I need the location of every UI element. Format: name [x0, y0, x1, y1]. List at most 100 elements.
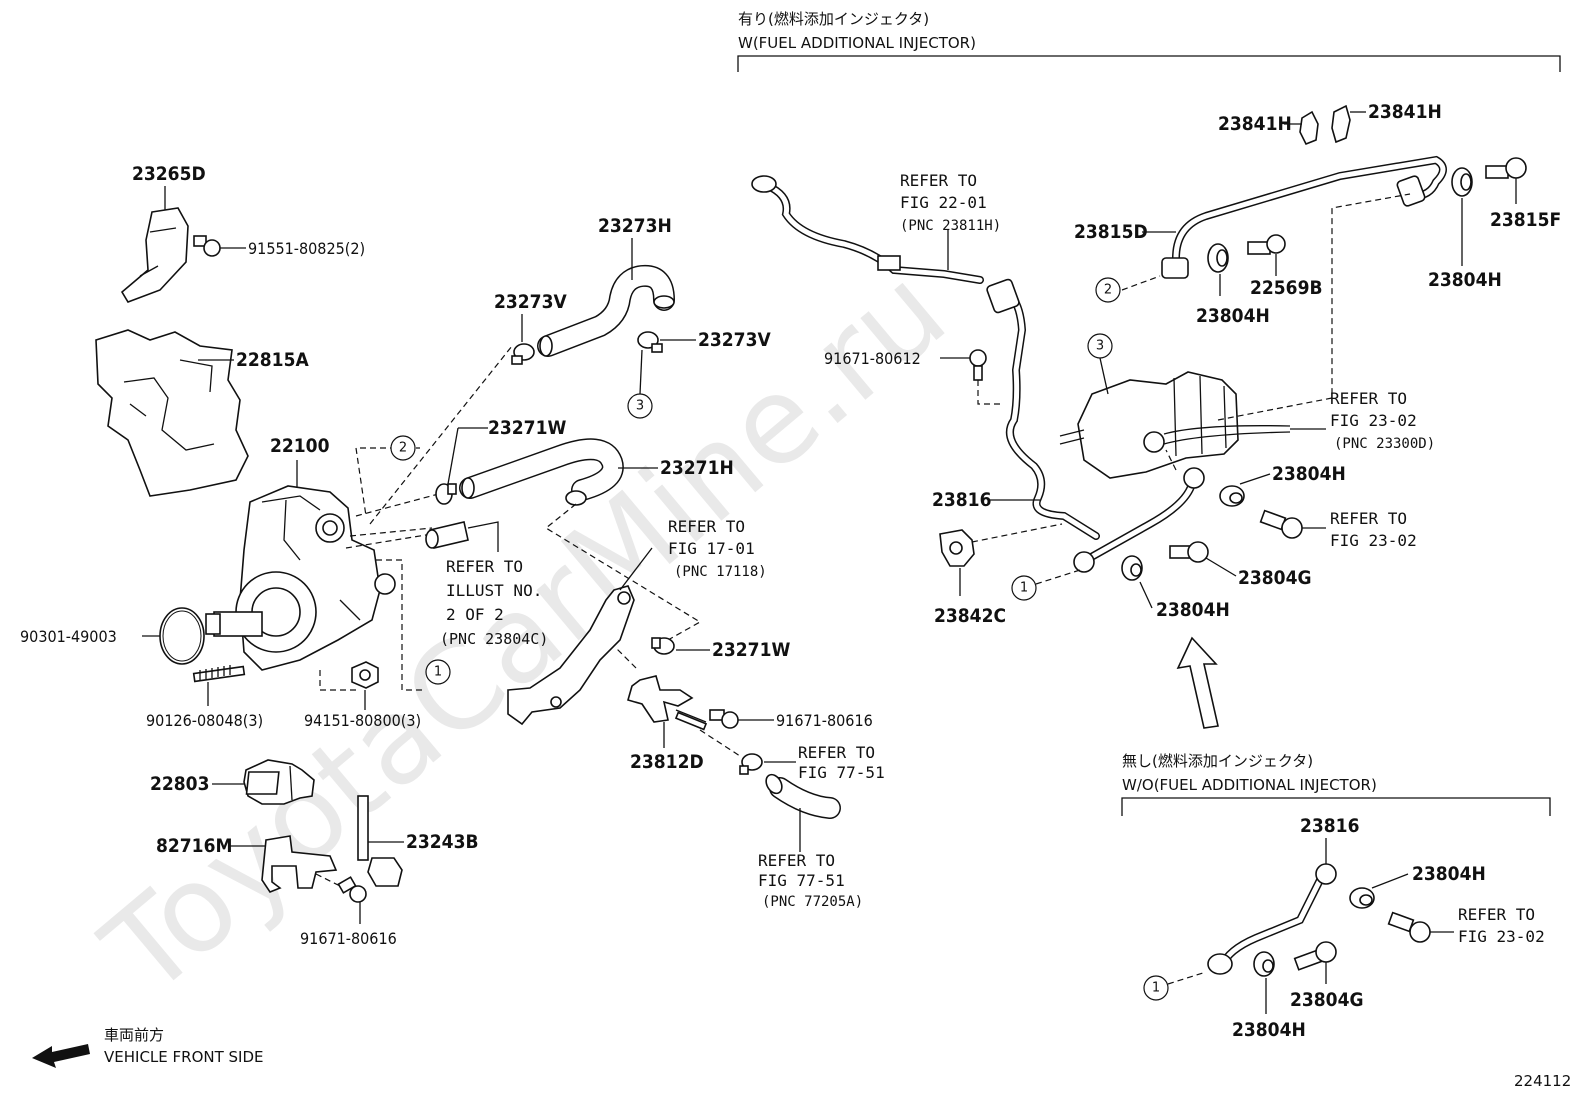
vehicle-front-arrow-icon	[32, 1044, 90, 1068]
ref-fig2302b-1: REFER TO	[1330, 509, 1407, 528]
label-91671-80616-mid: 91671-80616	[776, 711, 873, 730]
gasket-23804h-a-shape	[1451, 167, 1473, 197]
label-23265d: 23265D	[132, 163, 206, 185]
label-23271w-b: 23271W	[712, 639, 790, 661]
clamp-23273v-b-shape	[637, 331, 663, 353]
callout-1-right	[1011, 575, 1037, 601]
label-23804h-a: 23804H	[1428, 269, 1502, 291]
bolt-23815f-shape	[1485, 157, 1527, 179]
ref-fig2302b-2: FIG 23-02	[1330, 531, 1417, 550]
bolt-23804g-a-shape	[1169, 541, 1209, 563]
bolt-2302b-shape	[1259, 509, 1303, 539]
header-wo-bracket	[1121, 797, 1551, 816]
label-23273h: 23273H	[598, 215, 672, 237]
gasket-23804h-e-shape	[1349, 887, 1375, 909]
ref-fig2302c-2: FIG 23-02	[1458, 927, 1545, 946]
label-91671-80616-left: 91671-80616	[300, 929, 397, 948]
ref-fig2302a-3: (PNC 23300D)	[1334, 436, 1435, 452]
pipe-23816-w-shape	[986, 278, 1100, 540]
label-91551-80825: 91551-80825(2)	[248, 239, 365, 258]
callout-2-left	[390, 435, 416, 461]
bracket-23812d-shape	[627, 675, 708, 731]
stud-90126-shape	[192, 665, 246, 683]
label-23243b: 23243B	[406, 831, 479, 853]
label-22815a: 22815A	[236, 349, 309, 371]
ref-illust-2: ILLUST NO.	[446, 581, 542, 600]
nut-94151-shape	[351, 661, 379, 689]
clamp-23271w-a-shape	[435, 483, 457, 505]
label-23841h-b: 23841H	[1368, 101, 1442, 123]
gasket-23804h-d-shape	[1121, 555, 1143, 581]
callout-1-left	[425, 659, 451, 685]
direction-en: VEHICLE FRONT SIDE	[104, 1048, 264, 1066]
label-23804h-f: 23804H	[1232, 1019, 1306, 1041]
callout-1-left-text: 1	[434, 665, 442, 680]
label-90126-08048: 90126-08048(3)	[146, 711, 263, 730]
callout-1-right-text: 1	[1020, 581, 1028, 596]
label-91671-80612: 91671-80612	[824, 349, 921, 368]
label-23804h-d: 23804H	[1156, 599, 1230, 621]
label-23804h-c: 23804H	[1272, 463, 1346, 485]
label-23804h-b: 23804H	[1196, 305, 1270, 327]
ref-fig1701-2: FIG 17-01	[668, 539, 755, 558]
bracket-23265d-shape	[120, 207, 189, 303]
direction-jp: 車両前方	[104, 1026, 164, 1044]
gasket-23804h-c-shape	[1219, 485, 1245, 507]
pipe-23811h-shape	[751, 175, 984, 284]
injector-23300d-shape	[1059, 371, 1291, 479]
bolt-23804g-b-shape	[1293, 941, 1337, 971]
hose-77205a-shape	[765, 773, 841, 819]
cover-22815a-shape	[95, 329, 249, 497]
callout-3-right-text: 3	[1096, 339, 1104, 354]
ref-illust-4: (PNC 23804C)	[440, 630, 548, 648]
clamp-23842c-shape	[939, 529, 975, 567]
arrow-up-shape	[1176, 636, 1219, 729]
pipe-23816-wo-shape	[1207, 863, 1337, 975]
label-90301-49003: 90301-49003	[20, 627, 117, 646]
clip-23841h-a-shape	[1299, 110, 1319, 146]
ref-fig7751b-3: (PNC 77205A)	[762, 894, 863, 910]
label-23804h-e: 23804H	[1412, 863, 1486, 885]
label-22569b: 22569B	[1250, 277, 1323, 299]
bracket-17118-shape	[507, 585, 635, 726]
bracket-82716m-shape	[261, 835, 338, 893]
header-wo-jp: 無し(燃料添加インジェクタ)	[1122, 752, 1313, 770]
clamp-77-51-shape	[739, 753, 763, 775]
ref-fig2201-1: REFER TO	[900, 171, 977, 190]
bolt-22569b-shape	[1247, 234, 1286, 255]
label-23273v-a: 23273V	[494, 291, 567, 313]
label-23815f: 23815F	[1490, 209, 1561, 231]
label-22803: 22803	[150, 773, 209, 795]
label-23841h-a: 23841H	[1218, 113, 1292, 135]
ref-illust-1: REFER TO	[446, 557, 523, 576]
ref-fig1701-3: (PNC 17118)	[674, 564, 767, 580]
clamp-23271w-b-shape	[651, 637, 675, 655]
label-23271w-a: 23271W	[488, 417, 566, 439]
label-23804g-b: 23804G	[1290, 989, 1364, 1011]
ref-fig2201-3: (PNC 23811H)	[900, 218, 1001, 234]
bolt-91551-shape	[193, 235, 221, 257]
callout-3-mid-text: 3	[636, 399, 644, 414]
ref-illust-3: 2 OF 2	[446, 605, 504, 624]
gasket-23804h-b-shape	[1207, 243, 1229, 273]
bolt-2302c-shape	[1387, 911, 1431, 943]
ref-fig7751a-1: REFER TO	[798, 743, 875, 762]
clamp-23273v-a-shape	[511, 343, 535, 365]
header-w-bracket	[737, 55, 1561, 72]
bolt-91671-80616-mid-shape	[709, 709, 739, 729]
header-w-en: W(FUEL ADDITIONAL INJECTOR)	[738, 34, 976, 52]
label-23842c: 23842C	[934, 605, 1006, 627]
clip-23841h-b-shape	[1331, 104, 1351, 144]
callout-1-wo-text: 1	[1152, 981, 1160, 996]
bolt-91671-80612-shape	[969, 349, 987, 381]
label-23271h: 23271H	[660, 457, 734, 479]
label-23273v-b: 23273V	[698, 329, 771, 351]
ref-fig2302c-1: REFER TO	[1458, 905, 1535, 924]
header-w-jp: 有り(燃料添加インジェクタ)	[738, 10, 929, 28]
fitting-23804c-shape	[425, 521, 499, 552]
label-23812d: 23812D	[630, 751, 704, 773]
label-23804g-a: 23804G	[1238, 567, 1312, 589]
ref-fig7751b-1: REFER TO	[758, 851, 835, 870]
callout-2-left-text: 2	[399, 441, 407, 456]
